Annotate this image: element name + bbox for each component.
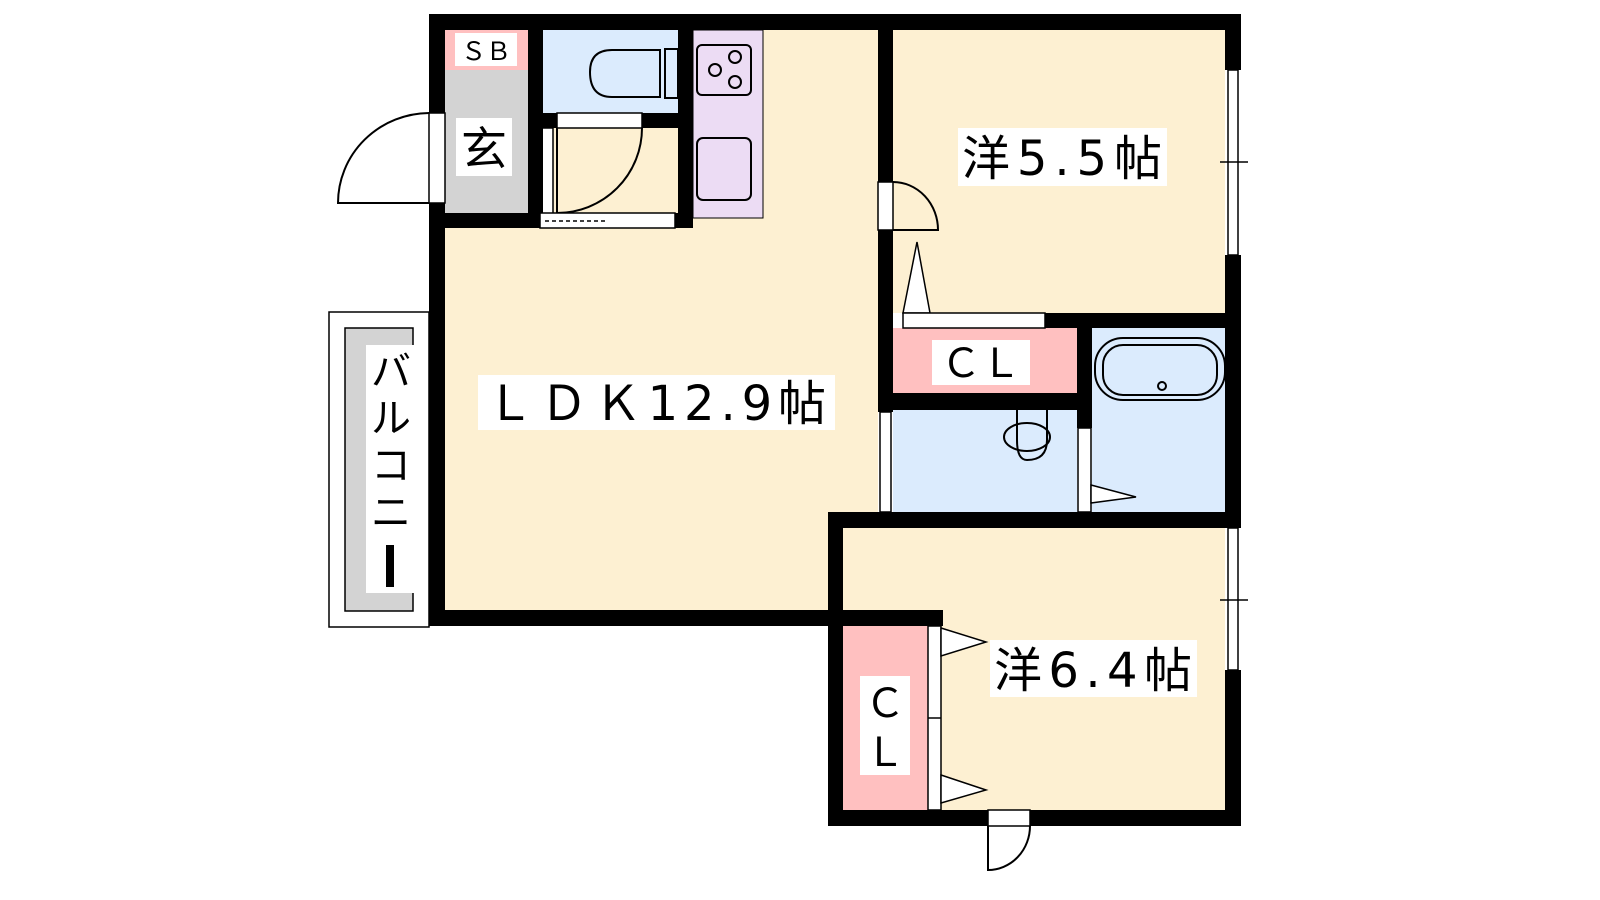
balcony-char: ル bbox=[371, 396, 411, 442]
balcony-char: ニ bbox=[371, 490, 411, 536]
balcony-char: コ bbox=[371, 443, 411, 489]
bathroom-door[interactable] bbox=[1077, 427, 1137, 513]
ldk-label-bg bbox=[478, 375, 835, 430]
ldk-sliding-door[interactable] bbox=[539, 212, 676, 229]
window-western-1 bbox=[1220, 69, 1248, 256]
western-1-label: 洋5.5帖 bbox=[962, 131, 1162, 187]
closet-2-doors[interactable] bbox=[927, 625, 989, 811]
entrance-label-bg bbox=[456, 118, 512, 176]
western-1-label-bg bbox=[958, 128, 1167, 186]
western-1-door[interactable] bbox=[877, 181, 940, 231]
ldk-label: ＬＤＫ12.9帖 bbox=[486, 376, 826, 432]
window-western-2 bbox=[1220, 527, 1248, 671]
washroom bbox=[893, 410, 1077, 512]
washbasin-icon bbox=[1003, 410, 1051, 462]
stove-icon bbox=[696, 44, 752, 96]
bathroom bbox=[1092, 328, 1225, 512]
western-2-door[interactable] bbox=[987, 809, 1031, 872]
closet-1-label-bg bbox=[932, 340, 1030, 385]
balcony-char-bar bbox=[386, 545, 394, 587]
western-2-label-bg bbox=[990, 640, 1197, 697]
washroom-sliding-door[interactable] bbox=[879, 411, 892, 513]
entrance-door[interactable] bbox=[336, 112, 446, 204]
closet-2-label-bg bbox=[860, 676, 910, 775]
walls bbox=[429, 14, 1241, 826]
toilet-door[interactable] bbox=[539, 112, 643, 217]
shoe-box-label-bg bbox=[455, 33, 517, 66]
closet-1-label: ＣＬ bbox=[941, 341, 1021, 387]
balcony-label: バ ル コ ニ bbox=[371, 349, 411, 587]
closet-2-label-l: Ｌ bbox=[865, 730, 905, 776]
closet-2-label-c: Ｃ bbox=[865, 681, 905, 727]
toilet-room bbox=[543, 30, 678, 113]
entrance-label: 玄 bbox=[461, 122, 507, 176]
western-2-label: 洋6.4帖 bbox=[994, 643, 1192, 699]
balcony-char: バ bbox=[371, 349, 411, 395]
kitchen-counter bbox=[692, 29, 764, 219]
shoe-box-label: ＳＢ bbox=[461, 37, 511, 66]
closet-1-door[interactable] bbox=[902, 312, 1046, 329]
sink-icon bbox=[696, 137, 752, 201]
